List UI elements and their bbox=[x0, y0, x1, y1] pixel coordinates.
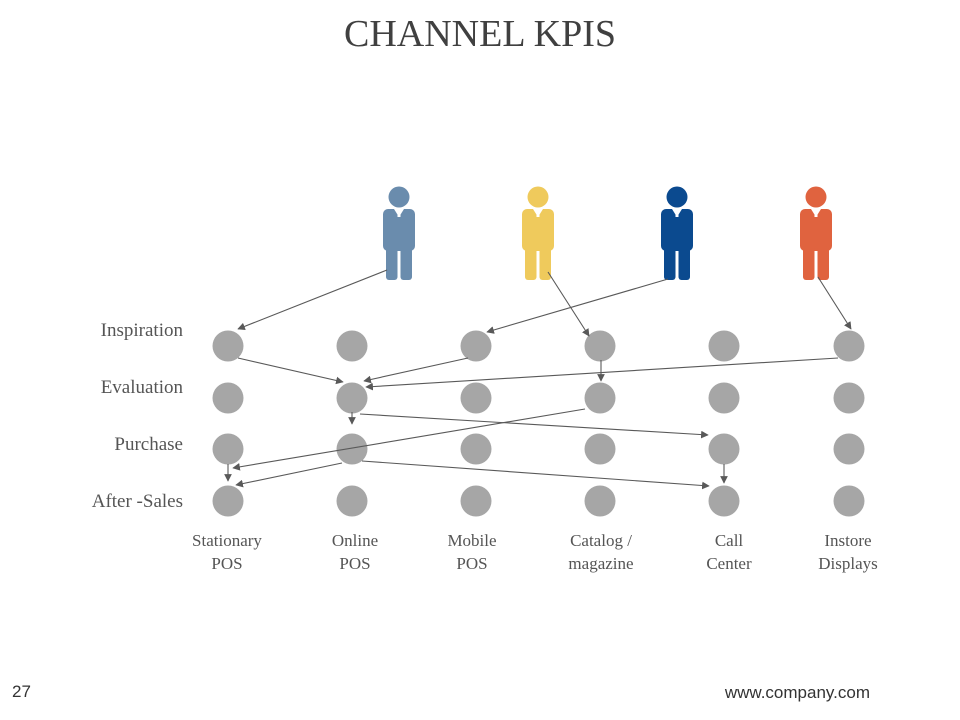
node-1-4 bbox=[584, 330, 616, 362]
node-3-4 bbox=[584, 433, 616, 465]
channel-label-line2: Center bbox=[706, 554, 752, 573]
page-title: CHANNEL KPIS bbox=[344, 13, 616, 55]
node-4-3 bbox=[460, 485, 492, 517]
node-4-4 bbox=[584, 485, 616, 517]
person-icon bbox=[661, 186, 693, 280]
person-icon bbox=[522, 186, 554, 280]
channel-label-line2: magazine bbox=[568, 554, 634, 573]
node-3-3 bbox=[460, 433, 492, 465]
channel-label-line1: Stationary bbox=[192, 531, 262, 550]
node-2-3 bbox=[460, 382, 492, 414]
person-icon bbox=[383, 186, 415, 280]
node-3-1 bbox=[212, 433, 244, 465]
node-1-2 bbox=[336, 330, 368, 362]
node-1-3 bbox=[460, 330, 492, 362]
channel-label-line1: Catalog / bbox=[570, 531, 632, 550]
node-2-1 bbox=[212, 382, 244, 414]
channel-label-call-center: Call Center bbox=[669, 529, 789, 575]
stage-label-inspiration: Inspiration bbox=[100, 320, 183, 341]
channel-label-line1: Online bbox=[331, 531, 379, 550]
channel-label-line1: Mobile bbox=[447, 531, 497, 550]
channel-label-line2: POS bbox=[211, 554, 243, 573]
flow-arrow-13 bbox=[235, 462, 343, 488]
stage-label-after-sales: After -Sales bbox=[91, 491, 183, 512]
node-3-5 bbox=[708, 433, 740, 465]
nodes-grid bbox=[212, 330, 865, 517]
channel-label-catalog-magazine: Catalog / magazine bbox=[541, 529, 661, 575]
arrows-group bbox=[224, 269, 852, 490]
person-icon bbox=[800, 186, 832, 280]
node-4-2 bbox=[336, 485, 368, 517]
node-2-2 bbox=[336, 382, 368, 414]
channel-label-line2: Displays bbox=[818, 554, 878, 573]
flow-arrow-2 bbox=[547, 271, 590, 337]
node-3-6 bbox=[833, 433, 865, 465]
flow-arrow-5 bbox=[237, 357, 344, 385]
channel-label-line2: POS bbox=[339, 554, 371, 573]
node-1-6 bbox=[833, 330, 865, 362]
channel-label-line1: Instore bbox=[824, 531, 872, 550]
channel-label-stationary-pos: Stationary POS bbox=[167, 529, 287, 575]
flow-arrow-10 bbox=[359, 413, 709, 439]
channel-label-mobile-pos: Mobile POS bbox=[412, 529, 532, 575]
node-3-2 bbox=[336, 433, 368, 465]
stage-label-purchase: Purchase bbox=[114, 434, 183, 455]
node-1-5 bbox=[708, 330, 740, 362]
flow-arrow-14 bbox=[361, 460, 710, 490]
node-4-6 bbox=[833, 485, 865, 517]
flow-arrow-4 bbox=[817, 276, 852, 330]
stage-label-evaluation: Evaluation bbox=[100, 377, 183, 398]
flow-arrow-1 bbox=[237, 269, 388, 331]
flow-arrow-7 bbox=[365, 357, 839, 391]
flow-arrow-11 bbox=[232, 408, 586, 471]
footer-website: www.company.com bbox=[724, 683, 870, 702]
persons-group bbox=[383, 186, 832, 280]
node-2-5 bbox=[708, 382, 740, 414]
channel-label-instore-displays: Instore Displays bbox=[788, 529, 908, 575]
node-4-1 bbox=[212, 485, 244, 517]
node-1-1 bbox=[212, 330, 244, 362]
node-2-4 bbox=[584, 382, 616, 414]
channel-label-line1: Call bbox=[714, 531, 744, 550]
channel-label-online-pos: Online POS bbox=[295, 529, 415, 575]
flow-arrow-3 bbox=[486, 278, 669, 334]
flow-arrow-6 bbox=[363, 357, 469, 384]
node-4-5 bbox=[708, 485, 740, 517]
page-number: 27 bbox=[12, 682, 31, 701]
node-2-6 bbox=[833, 382, 865, 414]
channel-label-line2: POS bbox=[456, 554, 488, 573]
